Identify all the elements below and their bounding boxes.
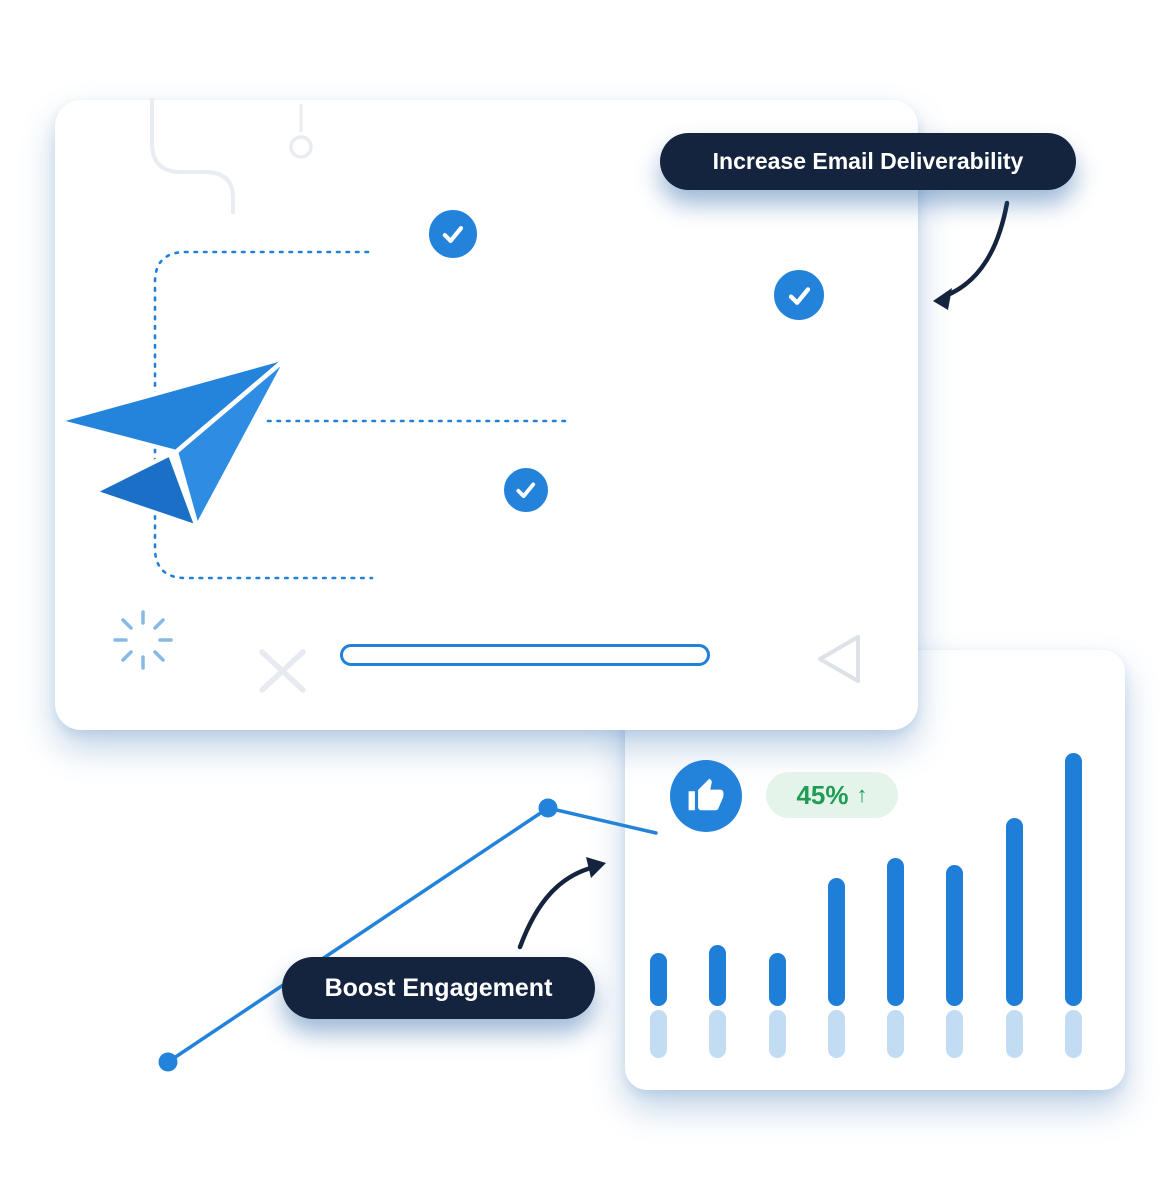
engagement-badge-label: Boost Engagement bbox=[324, 973, 553, 1002]
bar bbox=[946, 865, 964, 1058]
bar bbox=[709, 945, 727, 1058]
growth-stat-badge: 45% ↑ bbox=[766, 772, 898, 818]
deliverability-badge: Increase Email Deliverability bbox=[660, 133, 1076, 190]
bar bbox=[1064, 753, 1082, 1058]
bar bbox=[650, 953, 667, 1058]
bar bbox=[768, 953, 786, 1058]
deliverability-arrow-icon bbox=[933, 200, 1010, 310]
stat-value: 45% bbox=[796, 779, 849, 810]
laptop-base bbox=[340, 644, 710, 666]
deliverability-illustration-card bbox=[55, 100, 918, 730]
deliverability-badge-label: Increase Email Deliverability bbox=[712, 148, 1024, 174]
arrow-up-icon: ↑ bbox=[856, 782, 868, 807]
thumbs-up-icon bbox=[688, 778, 724, 811]
engagement-badge: Boost Engagement bbox=[282, 957, 595, 1019]
connector-dot bbox=[158, 1052, 178, 1072]
check-icon bbox=[770, 266, 828, 324]
bar bbox=[887, 858, 905, 1058]
check-icon bbox=[425, 206, 481, 262]
check-icon bbox=[500, 464, 552, 516]
connector-line bbox=[158, 798, 658, 1072]
bar bbox=[827, 878, 845, 1058]
thumbs-up-badge bbox=[670, 760, 742, 832]
connector-dot bbox=[538, 798, 558, 818]
engagement-arrow-icon bbox=[517, 857, 606, 950]
bar bbox=[1005, 818, 1023, 1058]
